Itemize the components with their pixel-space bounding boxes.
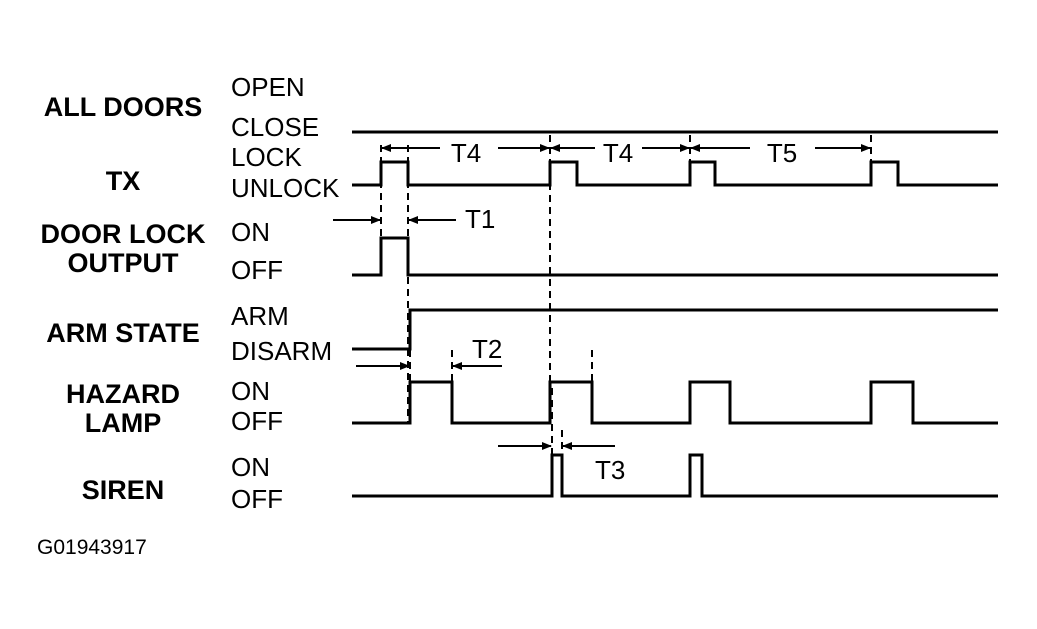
- signal-label-door-lock-output-line1: DOOR LOCK: [41, 219, 206, 249]
- signal-label-all-doors: ALL DOORS: [44, 92, 203, 122]
- waveform-door-lock-output: [352, 236, 998, 277]
- state-label-tx-low: UNLOCK: [231, 173, 340, 203]
- waveform-arm-state: [352, 308, 998, 351]
- figure-code: G01943917: [37, 536, 147, 559]
- state-label-all-doors-high: OPEN: [231, 72, 305, 102]
- signal-label-hazard-lamp-line2: LAMP: [85, 408, 162, 438]
- waveform-tx: [352, 160, 998, 187]
- state-label-siren-low: OFF: [231, 484, 283, 514]
- t4-second-label: T4: [603, 138, 633, 168]
- state-label-door-lock-low: OFF: [231, 255, 283, 285]
- t3-label: T3: [595, 455, 625, 485]
- state-label-tx-high: LOCK: [231, 142, 302, 172]
- state-label-hazard-high: ON: [231, 376, 270, 406]
- state-label-arm-high: ARM: [231, 301, 289, 331]
- signal-label-siren: SIREN: [82, 475, 165, 505]
- state-label-all-doors-low: CLOSE: [231, 112, 319, 142]
- waveform-hazard-lamp: [352, 380, 998, 425]
- state-label-hazard-low: OFF: [231, 406, 283, 436]
- waveform-siren: [352, 453, 998, 498]
- signal-label-tx: TX: [106, 166, 141, 196]
- state-label-arm-low: DISARM: [231, 336, 332, 366]
- signal-label-hazard-lamp-line1: HAZARD: [66, 379, 180, 409]
- state-label-siren-high: ON: [231, 452, 270, 482]
- signal-label-arm-state: ARM STATE: [46, 318, 199, 348]
- state-label-door-lock-high: ON: [231, 217, 270, 247]
- t1-label: T1: [465, 204, 495, 234]
- t5-label: T5: [767, 138, 797, 168]
- t2-label: T2: [472, 334, 502, 364]
- signal-label-door-lock-output-line2: OUTPUT: [68, 248, 180, 278]
- t4-first-label: T4: [451, 138, 481, 168]
